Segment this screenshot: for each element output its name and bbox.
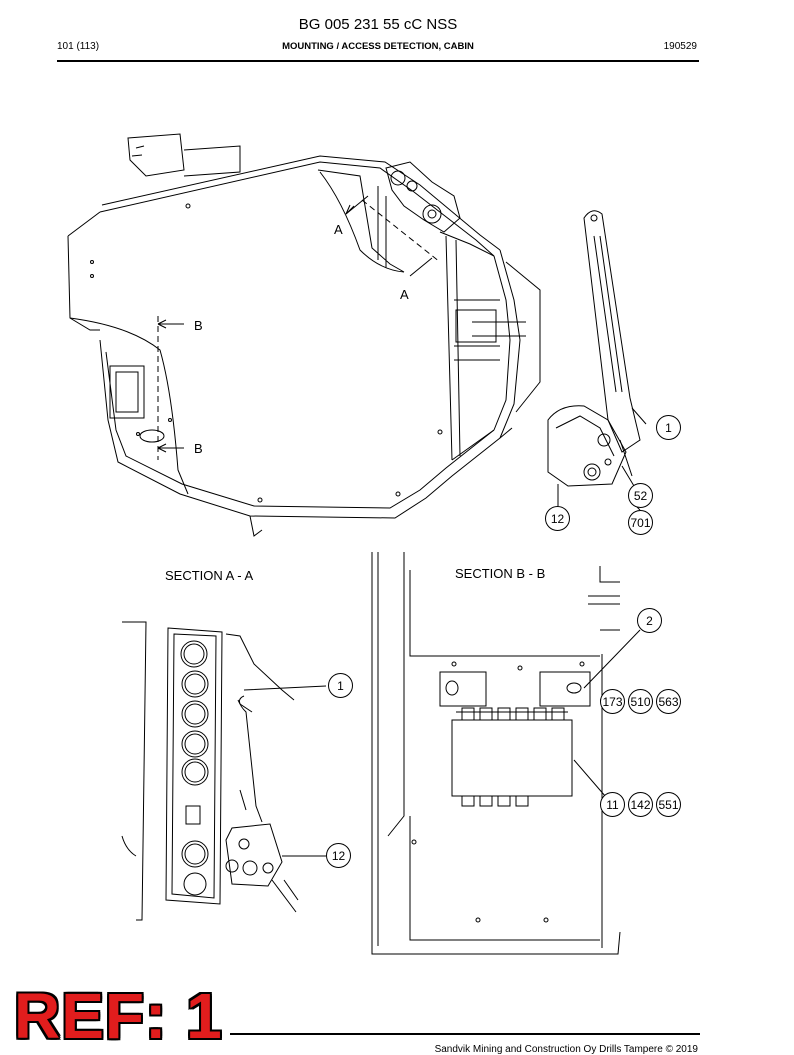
date-code: 190529 [663, 41, 697, 52]
section-b-view [371, 552, 641, 955]
section-marker-b-top: B [194, 318, 203, 333]
section-marker-a-top: A [334, 222, 343, 237]
page-number: 101 (113) [57, 41, 100, 52]
callout-142: 142 [628, 792, 653, 817]
footer-rule [230, 1033, 700, 1035]
callout-1-section-a: 1 [328, 673, 353, 698]
header-rule [57, 60, 699, 62]
section-b-title: SECTION B - B [455, 566, 546, 581]
callout-12-main: 12 [545, 506, 570, 531]
section-marker-a-bottom: A [400, 287, 409, 302]
callout-551: 551 [656, 792, 681, 817]
callout-11: 11 [600, 792, 625, 817]
callout-701: 701 [628, 510, 653, 535]
callout-563: 563 [656, 689, 681, 714]
section-a-title: SECTION A - A [165, 568, 254, 583]
callout-52: 52 [628, 483, 653, 508]
callout-12-section-a: 12 [326, 843, 351, 868]
callout-2: 2 [637, 608, 662, 633]
sensor-bracket-view [547, 210, 647, 511]
section-marker-b-bottom: B [194, 441, 203, 456]
ref-label: REF: 1 [14, 980, 223, 1052]
section-a-view [121, 621, 327, 921]
callout-173: 173 [600, 689, 625, 714]
main-cabin-view [67, 133, 541, 537]
footer-copyright: Sandvik Mining and Construction Oy Drill… [434, 1044, 698, 1055]
callout-510: 510 [628, 689, 653, 714]
callout-1-main: 1 [656, 415, 681, 440]
page-title: MOUNTING / ACCESS DETECTION, CABIN [282, 41, 474, 52]
document-id: BG 005 231 55 cC NSS [298, 16, 458, 33]
